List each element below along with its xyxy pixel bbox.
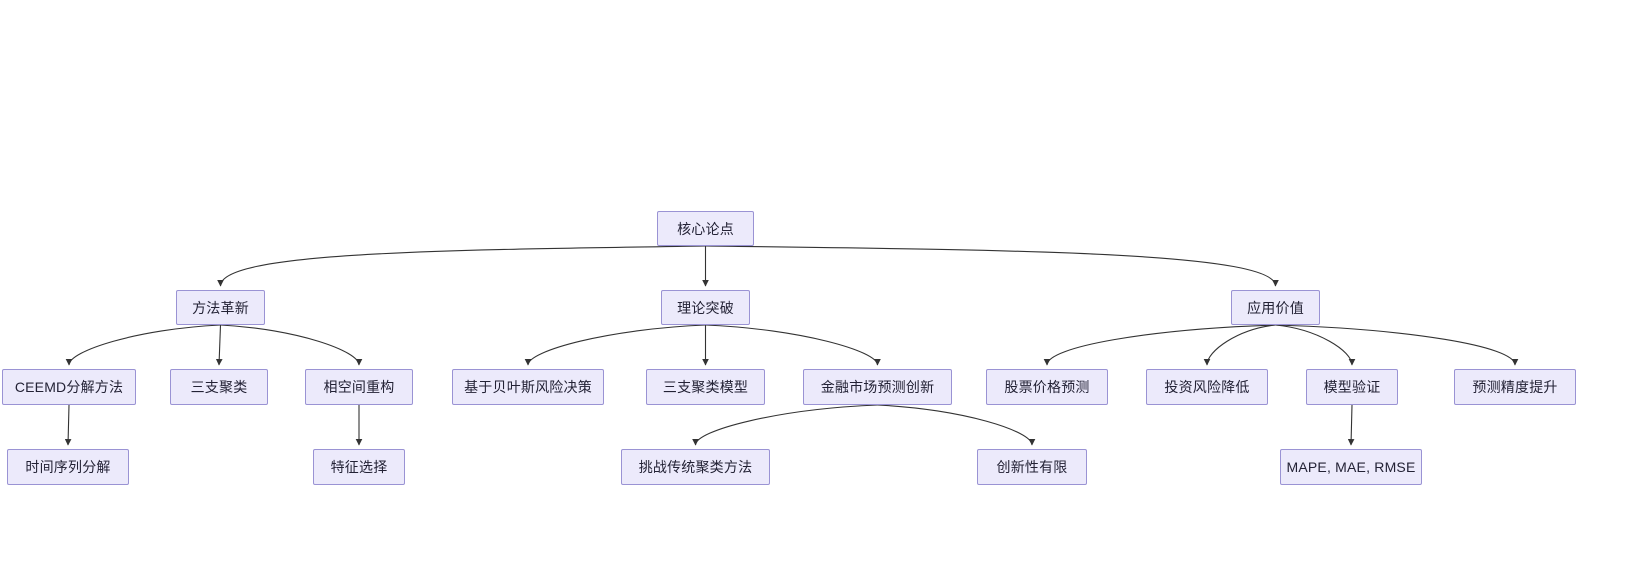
diagram-edge-l2f-to-l3c	[692, 404, 878, 446]
diagram-node-label: 预测精度提升	[1472, 379, 1558, 395]
diagram-node-label: 创新性有限	[996, 459, 1068, 475]
diagram-node-l2b[interactable]: 三支聚类	[170, 369, 268, 405]
diagram-edge-l1b-to-l2d	[524, 324, 706, 366]
diagram-node-l2e[interactable]: 三支聚类模型	[646, 369, 765, 405]
diagram-node-l3b[interactable]: 特征选择	[313, 449, 405, 485]
diagram-node-label: 投资风险降低	[1164, 379, 1250, 395]
diagram-node-l2d[interactable]: 基于贝叶斯风险决策	[452, 369, 604, 405]
diagram-edge-root-to-l1c	[705, 245, 1279, 287]
diagram-node-l2f[interactable]: 金融市场预测创新	[803, 369, 952, 405]
diagram-node-root[interactable]: 核心论点	[657, 211, 754, 246]
diagram-node-label: 模型验证	[1323, 379, 1381, 395]
diagram-node-l3d[interactable]: 创新性有限	[977, 449, 1087, 485]
diagram-node-label: 核心论点	[677, 220, 734, 237]
diagram-edge-l2i-to-l3e	[1347, 404, 1355, 446]
edge-group	[64, 245, 1519, 446]
diagram-node-label: CEEMD分解方法	[14, 379, 124, 395]
diagram-node-l1c[interactable]: 应用价值	[1231, 290, 1320, 325]
diagram-node-label: MAPE, MAE, RMSE	[1286, 459, 1416, 475]
diagram-node-label: 方法革新	[192, 299, 249, 316]
diagram-edge-l1c-to-l2i	[1275, 324, 1356, 366]
diagram-node-l2c[interactable]: 相空间重构	[305, 369, 413, 405]
diagram-node-l2i[interactable]: 模型验证	[1306, 369, 1398, 405]
diagram-node-label: 相空间重构	[323, 379, 395, 395]
diagram-node-l1b[interactable]: 理论突破	[661, 290, 750, 325]
diagram-node-label: 特征选择	[330, 459, 388, 475]
diagram-node-l2j[interactable]: 预测精度提升	[1454, 369, 1576, 405]
diagram-node-l3e[interactable]: MAPE, MAE, RMSE	[1280, 449, 1422, 485]
diagram-node-l3c[interactable]: 挑战传统聚类方法	[621, 449, 770, 485]
diagram-edge-l2a-to-l3a	[64, 404, 72, 446]
diagram-node-l1a[interactable]: 方法革新	[176, 290, 265, 325]
diagram-node-label: 三支聚类模型	[662, 379, 749, 395]
diagram-node-label: 挑战传统聚类方法	[638, 459, 753, 475]
diagram-node-label: 理论突破	[677, 299, 734, 316]
diagram-node-l3a[interactable]: 时间序列分解	[7, 449, 129, 485]
diagram-edge-l2f-to-l3d	[877, 404, 1036, 446]
diagram-edge-l1b-to-l2f	[705, 324, 881, 366]
diagram-edge-l1c-to-l2g	[1043, 324, 1276, 366]
diagram-node-label: 应用价值	[1247, 299, 1304, 316]
diagram-node-label: 基于贝叶斯风险决策	[464, 379, 592, 395]
diagram-edge-l1a-to-l2b	[215, 324, 223, 366]
diagram-node-l2a[interactable]: CEEMD分解方法	[2, 369, 136, 405]
diagram-edge-l1a-to-l2c	[220, 324, 363, 366]
diagram-node-l2h[interactable]: 投资风险降低	[1146, 369, 1268, 405]
diagram-node-l2g[interactable]: 股票价格预测	[986, 369, 1108, 405]
diagram-node-label: 股票价格预测	[1004, 379, 1090, 395]
diagram-edge-l1c-to-l2h	[1203, 324, 1276, 366]
diagram-edge-l1c-to-l2j	[1275, 324, 1519, 366]
diagram-edge-l1a-to-l2a	[65, 324, 221, 366]
diagram-node-label: 金融市场预测创新	[820, 379, 935, 395]
diagram-node-label: 时间序列分解	[25, 459, 111, 475]
diagram-edge-root-to-l1a	[217, 245, 706, 287]
diagram-node-label: 三支聚类	[190, 379, 248, 395]
